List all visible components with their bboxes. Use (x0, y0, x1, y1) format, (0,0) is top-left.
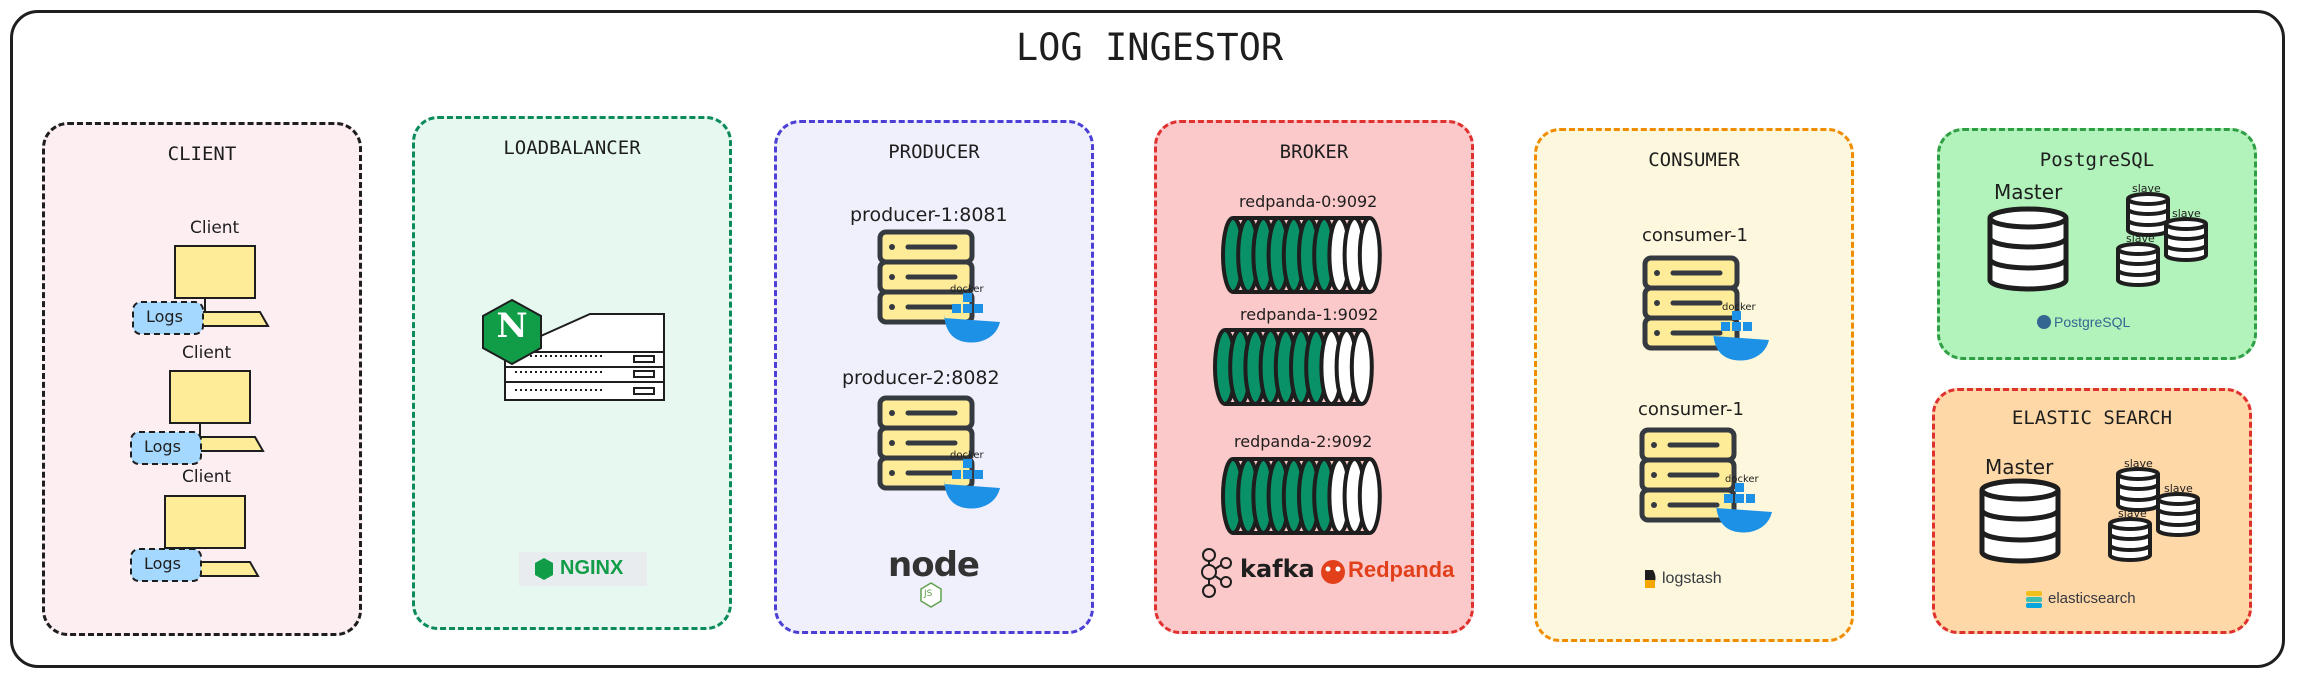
producer-title: PRODUCER (888, 141, 980, 163)
broker-title: BROKER (1279, 141, 1349, 163)
client-label: Client (190, 218, 240, 238)
producer-label: producer-2:8082 (842, 367, 1000, 389)
logs-badge: Logs (144, 554, 181, 573)
slave-label: slave (2132, 182, 2161, 195)
master-label: Master (1985, 455, 2054, 479)
client-label: Client (182, 343, 232, 363)
consumer-panel: CONSUMER (1534, 128, 1854, 642)
docker-icon (944, 459, 1000, 509)
postgres-title: PostgreSQL (2039, 149, 2155, 171)
loadbalancer-title: LOADBALANCER (503, 137, 641, 159)
redpanda-logo: Redpanda (1348, 557, 1455, 582)
client-title: CLIENT (167, 143, 237, 165)
database-icon (2156, 492, 2200, 537)
consumer-label: consumer-1 (1642, 225, 1748, 246)
logstash-logo: logstash (1662, 570, 1722, 587)
diagram-frame (10, 10, 2285, 668)
server-rack-icon (504, 313, 665, 401)
docker-icon (1713, 311, 1769, 361)
consumer-title: CONSUMER (1648, 149, 1740, 171)
partition-label: redpanda-2:9092 (1234, 432, 1373, 451)
consumer-label: consumer-1 (1638, 399, 1744, 420)
client-label: Client (182, 467, 232, 487)
server-icon (1642, 255, 1740, 351)
nodejs-hex-icon (920, 582, 942, 608)
partition-label: redpanda-1:9092 (1240, 305, 1379, 324)
database-icon (1987, 206, 2069, 292)
slave-label: slave (2124, 457, 2153, 470)
database-icon (2164, 217, 2208, 262)
postgresql-elephant-icon (2037, 315, 2051, 329)
slave-label: slave (2172, 207, 2201, 220)
docker-icon (1716, 483, 1772, 533)
elastic-title: ELASTIC SEARCH (2011, 407, 2173, 429)
nginx-hex-icon (482, 298, 542, 366)
producer-label: producer-1:8081 (850, 204, 1008, 226)
docker-badge: docker (1725, 474, 1759, 485)
logs-badge: Logs (144, 437, 181, 456)
master-label: Master (1994, 180, 2063, 204)
docker-badge: docker (1722, 302, 1756, 313)
nginx-logo: NGINX (560, 557, 624, 579)
redpanda-icon (1321, 560, 1345, 584)
nodejs-logo-sub: JS (924, 589, 933, 599)
server-icon (877, 229, 975, 325)
kafka-logo: kafka (1240, 555, 1315, 583)
message-queue-icon (1221, 457, 1382, 535)
database-icon (2116, 242, 2160, 287)
elasticsearch-logo: elasticsearch (2048, 590, 2136, 607)
message-queue-icon (1213, 328, 1374, 406)
nginx-hex-letter: N (496, 306, 528, 346)
slave-label: slave (2164, 482, 2193, 495)
producer-panel: PRODUCER (774, 120, 1094, 634)
partition-label: redpanda-0:9092 (1239, 192, 1378, 211)
database-icon (2108, 517, 2152, 562)
postgresql-logo: PostgreSQL (2054, 314, 2131, 330)
elasticsearch-icon (2026, 591, 2042, 608)
logs-badge: Logs (146, 307, 183, 326)
database-icon (2116, 467, 2160, 512)
server-icon (877, 395, 975, 491)
laptop-icon (153, 370, 265, 452)
diagram-title: LOG INGESTOR (1015, 26, 1284, 69)
logstash-icon (1645, 570, 1656, 588)
message-queue-icon (1221, 216, 1382, 294)
nodejs-logo: node (888, 545, 980, 585)
server-icon (1639, 427, 1737, 523)
docker-badge: docker (950, 450, 984, 461)
docker-icon (944, 293, 1000, 343)
database-icon (1979, 478, 2061, 564)
docker-badge: docker (950, 284, 984, 295)
